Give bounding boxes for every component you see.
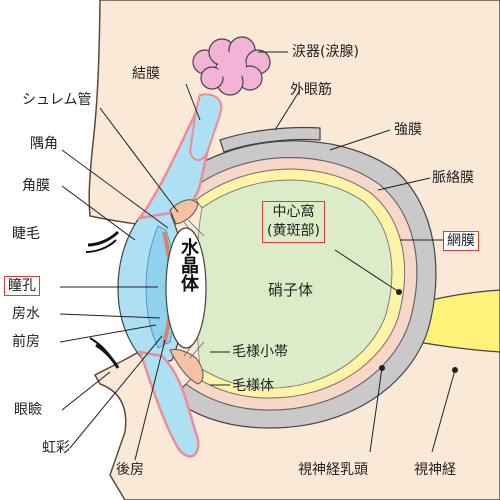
leader-lines (59, 51, 456, 461)
label-optic-disc: 視神経乳頭 (298, 462, 368, 478)
label-ciliary-body: 毛様体 (232, 378, 274, 394)
label-fovea-box: 中心窩 (黄斑部) (262, 201, 325, 243)
label-posterior-chamber: 後房 (116, 462, 144, 478)
label-lens: 水晶体 (177, 238, 199, 298)
label-extraocular-muscle: 外眼筋 (290, 82, 332, 98)
conjunctiva-lower (138, 350, 200, 458)
eyelash-upper-2 (85, 239, 117, 253)
ciliary-body-upper (169, 199, 199, 225)
label-conjunctiva: 結膜 (132, 66, 160, 82)
label-lens-text: 水晶体 (178, 238, 199, 292)
eyelash-upper (87, 230, 120, 247)
label-lacrimal-gland: 涙器(涙腺) (292, 44, 359, 60)
label-fovea-line1: 中心窩 (272, 204, 315, 220)
label-vitreous: 硝子体 (268, 281, 314, 299)
ciliary-body-lower (169, 349, 204, 385)
label-eyelash: 睫毛 (12, 226, 40, 242)
label-iris: 虹彩 (42, 440, 70, 456)
label-optic-nerve: 視神経 (414, 462, 456, 478)
label-angle: 隅角 (30, 136, 58, 152)
lacrimal-gland-shape (192, 36, 271, 96)
eyelash-lower (95, 343, 120, 369)
label-anterior-chamber: 前房 (12, 334, 40, 350)
vitreous-body (196, 179, 393, 389)
label-fovea-line2: (黄斑部) (267, 223, 320, 239)
label-retina: 網膜 (443, 231, 479, 251)
label-schlemm-canal: シュレム管 (22, 92, 92, 108)
label-eyelid: 眼瞼 (14, 402, 42, 418)
extraocular-muscle (219, 126, 321, 153)
lens-shape (165, 227, 207, 349)
label-choroid: 脈絡膜 (432, 170, 474, 186)
label-zonule: 毛様小帯 (232, 344, 288, 360)
label-cornea: 角膜 (22, 178, 50, 194)
label-sclera: 強膜 (394, 122, 422, 138)
label-aqueous: 房水 (12, 306, 40, 322)
label-pupil: 瞳孔 (4, 276, 40, 296)
lacrimal-duct (188, 93, 223, 161)
eyelash-lower-2 (89, 337, 115, 363)
